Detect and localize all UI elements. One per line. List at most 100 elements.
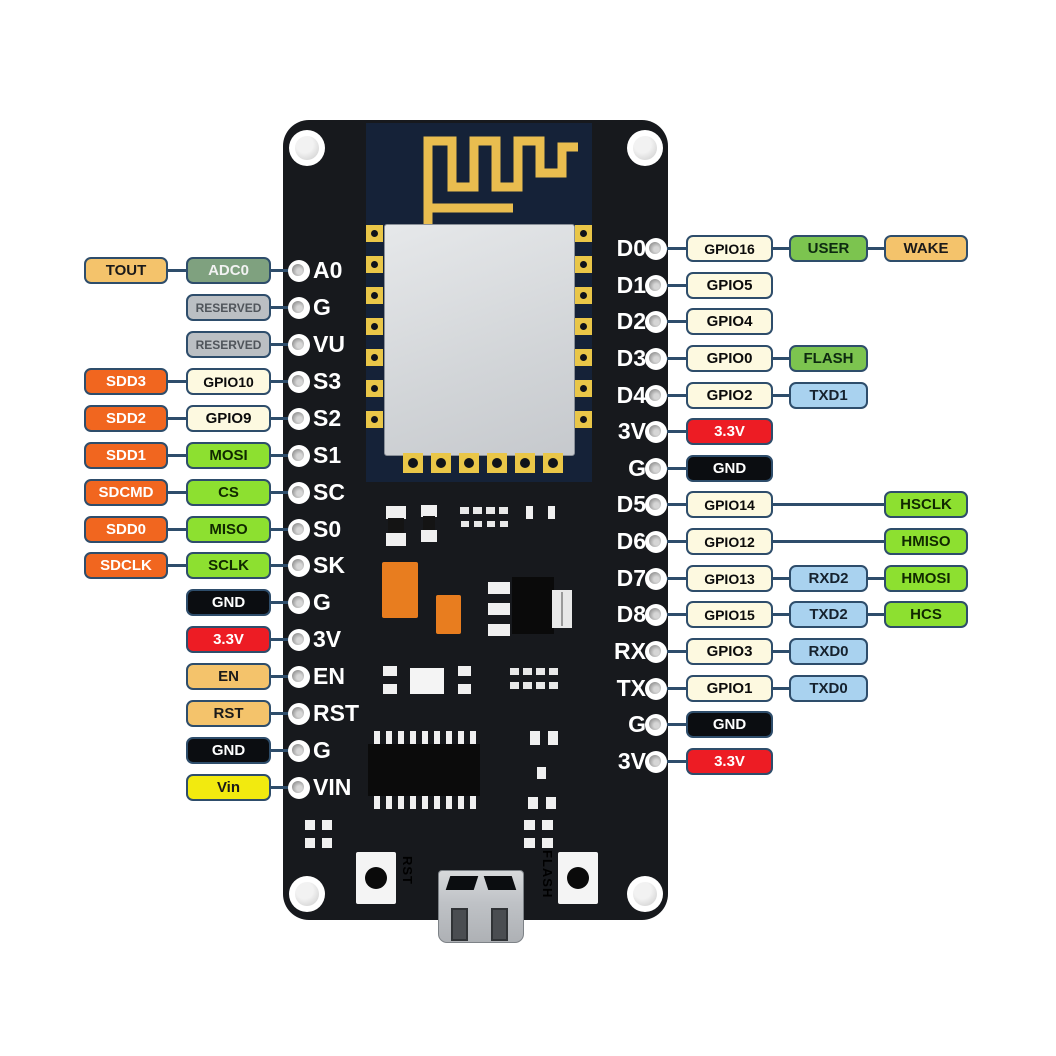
smd-component (410, 668, 444, 694)
pin-hole (645, 641, 667, 663)
badge-hcs: HCS (884, 601, 968, 628)
pin-label-d8-right: D8 (616, 601, 646, 627)
badge-flash: FLASH (789, 345, 868, 372)
pin-label-3v-left: 3V (313, 626, 342, 652)
reset-button[interactable] (356, 852, 396, 904)
badge-hmosi: HMOSI (884, 565, 968, 592)
badge-sdd0: SDD0 (84, 516, 168, 543)
smd-component (548, 506, 555, 519)
chip-pin (410, 796, 416, 809)
chip-pin (458, 731, 464, 744)
pin-label-3v-right: 3V (617, 418, 646, 444)
smd-component (536, 668, 545, 675)
badge-gpio16: GPIO16 (686, 235, 773, 262)
pin-hole (288, 703, 310, 725)
smd-component (488, 582, 510, 594)
badge-sdd3: SDD3 (84, 368, 168, 395)
pin-label-d2-right: D2 (616, 308, 646, 334)
castellated-pad (543, 453, 563, 473)
pin-label-d1-right: D1 (616, 272, 646, 298)
usb-notch (483, 876, 517, 890)
flash-button[interactable] (558, 852, 598, 904)
pin-hole (645, 385, 667, 407)
chip-pin (374, 796, 380, 809)
pin-hole (288, 445, 310, 467)
smd-component (436, 595, 461, 634)
pin-hole (288, 740, 310, 762)
castellated-pad (366, 318, 383, 335)
badge-en: EN (186, 663, 271, 690)
castellated-pad (459, 453, 479, 473)
pin-label-tx-right: TX (616, 675, 646, 701)
badge-txd2: TXD2 (789, 601, 868, 628)
badge-hsclk: HSCLK (884, 491, 968, 518)
pin-label-d7-right: D7 (616, 565, 646, 591)
smd-component (458, 684, 471, 694)
badge-gnd: GND (186, 737, 271, 764)
chip-pin (386, 796, 392, 809)
smd-component (486, 507, 495, 514)
badge-sdd1: SDD1 (84, 442, 168, 469)
smd-component (542, 820, 553, 830)
chip-pin (410, 731, 416, 744)
smd-component (474, 521, 482, 527)
pin-hole (288, 260, 310, 282)
pin-label-g-left: G (313, 737, 331, 763)
castellated-pad (366, 287, 383, 304)
smd-component (423, 516, 435, 531)
smd-component (488, 603, 510, 615)
micro-usb-connector (438, 870, 524, 943)
pin-label-s3-left: S3 (313, 368, 342, 394)
badge-vin: Vin (186, 774, 271, 801)
badge-gpio15: GPIO15 (686, 601, 773, 628)
badge-gpio9: GPIO9 (186, 405, 271, 432)
wifi-antenna-trace (423, 136, 578, 231)
smd-component (536, 682, 545, 689)
badge-user: USER (789, 235, 868, 262)
smd-component (510, 682, 519, 689)
usb-uart-chip (368, 744, 480, 796)
smd-component (526, 506, 533, 519)
smd-component (510, 668, 519, 675)
pin-hole (288, 777, 310, 799)
smd-component (383, 666, 397, 676)
smd-component (458, 666, 471, 676)
smd-component (546, 797, 556, 809)
badge-sdcmd: SDCMD (84, 479, 168, 506)
pin-hole (288, 592, 310, 614)
castellated-pad (515, 453, 535, 473)
smd-component (388, 518, 404, 534)
flash-button-label: FLASH (540, 850, 555, 899)
badge-wake: WAKE (884, 235, 968, 262)
pin-hole (645, 494, 667, 516)
pin-label-sk-left: SK (313, 552, 345, 578)
badge-mosi: MOSI (186, 442, 271, 469)
pin-hole (288, 555, 310, 577)
smd-component (542, 838, 553, 848)
pin-hole (288, 371, 310, 393)
pin-hole (645, 678, 667, 700)
chip-pin (374, 731, 380, 744)
smd-component (488, 624, 510, 636)
pin-label-en-left: EN (313, 663, 345, 689)
castellated-pad (487, 453, 507, 473)
smd-component (528, 797, 538, 809)
badge-rst: RST (186, 700, 271, 727)
pin-hole (288, 629, 310, 651)
mounting-hole (289, 130, 325, 166)
pin-label-vin-left: VIN (313, 774, 352, 800)
chip-pin (470, 796, 476, 809)
pin-label-d3-right: D3 (616, 345, 646, 371)
smd-component (549, 668, 558, 675)
pin-label-a0-left: A0 (313, 257, 343, 283)
pin-label-g-right: G (628, 711, 646, 737)
badge-3.3v: 3.3V (686, 418, 773, 445)
smd-component (487, 521, 495, 527)
pin-hole (288, 519, 310, 541)
badge-rxd0: RXD0 (789, 638, 868, 665)
connector-line (656, 503, 953, 506)
smd-component (421, 530, 437, 542)
chip-pin (422, 796, 428, 809)
smd-component (524, 838, 535, 848)
badge-reserved: RESERVED (186, 331, 271, 358)
